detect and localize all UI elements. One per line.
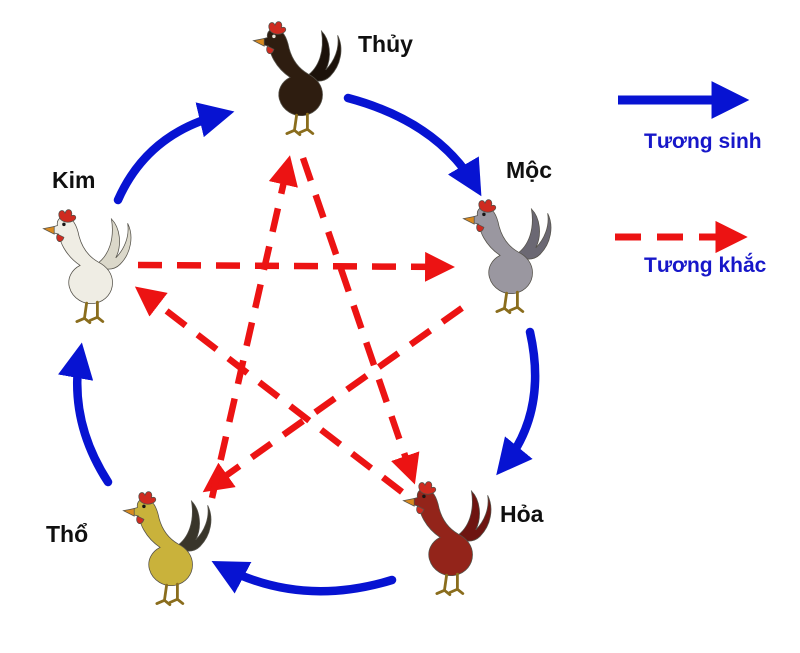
rooster-eye-icon bbox=[482, 212, 486, 217]
node-label-moc: Mộc bbox=[506, 157, 552, 183]
rooster-comb-icon bbox=[268, 21, 287, 35]
rooster-tail-icon bbox=[455, 490, 492, 542]
rooster-beak-icon bbox=[122, 507, 135, 517]
khac-arrow-tho-thuy bbox=[208, 155, 298, 499]
khac-arrow-thuy-hoa bbox=[299, 156, 420, 485]
rooster-tail-icon bbox=[175, 500, 212, 552]
rooster-beak-icon bbox=[252, 37, 265, 47]
node-label-thuy: Thủy bbox=[358, 31, 413, 57]
rooster-eye-icon bbox=[62, 222, 66, 227]
node-kim bbox=[42, 209, 132, 325]
rooster-beak-icon bbox=[42, 225, 55, 235]
rooster-comb-icon bbox=[58, 209, 77, 223]
sinh-arrow-hoa-tho bbox=[211, 560, 397, 596]
rooster-beak-icon bbox=[402, 497, 415, 507]
rooster-eye-icon bbox=[142, 504, 146, 509]
legend-sinh-label: Tương sinh bbox=[644, 130, 762, 153]
sinh-arrow-thuy-moc bbox=[343, 93, 482, 197]
rooster-comb-icon bbox=[138, 491, 157, 505]
rooster-legs-icon bbox=[435, 572, 465, 597]
rooster-tail-icon bbox=[305, 30, 342, 82]
node-label-hoa: Hỏa bbox=[500, 501, 544, 527]
sinh-arrow-kim-thuy bbox=[113, 102, 235, 205]
rooster-legs-icon bbox=[75, 300, 105, 325]
node-hoa bbox=[402, 481, 492, 597]
node-moc bbox=[462, 199, 552, 315]
rooster-comb-icon bbox=[478, 199, 497, 213]
node-label-kim: Kim bbox=[52, 167, 95, 193]
legend-khac-label: Tương khắc bbox=[644, 253, 767, 277]
khac-arrows-group bbox=[134, 155, 464, 499]
rooster-legs-icon bbox=[495, 290, 525, 315]
node-label-tho: Thổ bbox=[46, 521, 88, 547]
rooster-legs-icon bbox=[285, 112, 315, 137]
rooster-eye-icon bbox=[272, 34, 276, 39]
rooster-eye-icon bbox=[422, 494, 426, 499]
sinh-arrow-moc-hoa bbox=[496, 327, 540, 476]
rooster-tail-icon bbox=[95, 218, 132, 270]
sinh-arrow-tho-kim bbox=[58, 342, 113, 487]
legend: Tương sinh Tương khắc bbox=[615, 81, 767, 277]
khac-arrow-hoa-kim bbox=[134, 286, 404, 495]
rooster-legs-icon bbox=[155, 582, 185, 607]
khac-arrow-moc-tho bbox=[202, 305, 464, 493]
rooster-comb-icon bbox=[418, 481, 437, 495]
node-tho bbox=[122, 491, 212, 607]
sinh-arrows-group bbox=[58, 93, 540, 596]
khac-arrow-kim-moc bbox=[137, 251, 455, 282]
node-thuy bbox=[252, 21, 342, 137]
rooster-tail-icon bbox=[515, 208, 552, 260]
rooster-beak-icon bbox=[462, 215, 475, 225]
